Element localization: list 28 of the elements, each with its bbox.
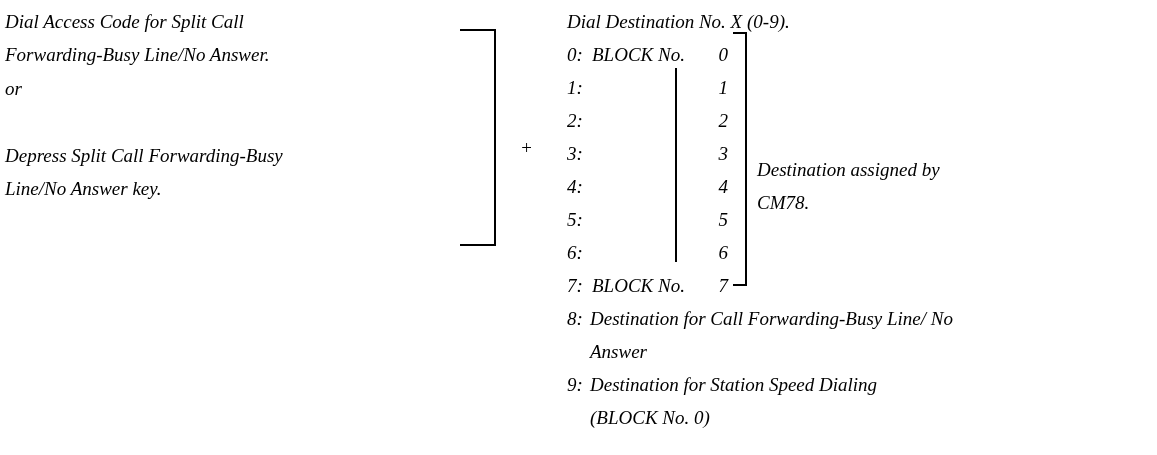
digit-label: 5: xyxy=(567,208,583,232)
digit-label: 9: xyxy=(567,373,583,397)
digit-label: 8: xyxy=(567,307,583,331)
digit-label: 0: xyxy=(567,43,583,67)
note-text: Destination assigned by CM78. xyxy=(757,158,941,215)
digit-label: 2: xyxy=(567,109,583,133)
block-number: 1 xyxy=(717,76,728,100)
block-number: 6 xyxy=(717,241,728,265)
digit-label: 4: xyxy=(567,175,583,199)
block-number: 4 xyxy=(717,175,728,199)
digit-label: 6: xyxy=(567,241,583,265)
block-label: BLOCK No. xyxy=(592,274,685,298)
digit-label: 7: xyxy=(567,274,583,298)
block-number: 7 xyxy=(717,274,728,298)
instruction-text: Depress Split Call Forwarding-Busy Line/No Answer key. xyxy=(5,144,284,201)
instruction-text: Dial Destination No. X (0-9). xyxy=(567,10,790,34)
block-number: 3 xyxy=(717,142,728,166)
block-number: 5 xyxy=(717,208,728,232)
destination-text: Destination for Station Speed Dialing (BLOCK No. 0) xyxy=(590,373,879,430)
instruction-text: Dial Access Code for Split Call Forwarding-Busy Line/No Answer. xyxy=(5,10,271,67)
block-label: BLOCK No. xyxy=(592,43,685,67)
block-number: 2 xyxy=(717,109,728,133)
plus-sign: + xyxy=(520,136,533,160)
or-text: or xyxy=(5,77,22,101)
digit-label: 1: xyxy=(567,76,583,100)
digit-label: 3: xyxy=(567,142,583,166)
block-number: 0 xyxy=(717,43,728,67)
destination-text: Destination for Call Forwarding-Busy Line/ No Answer xyxy=(590,307,954,364)
